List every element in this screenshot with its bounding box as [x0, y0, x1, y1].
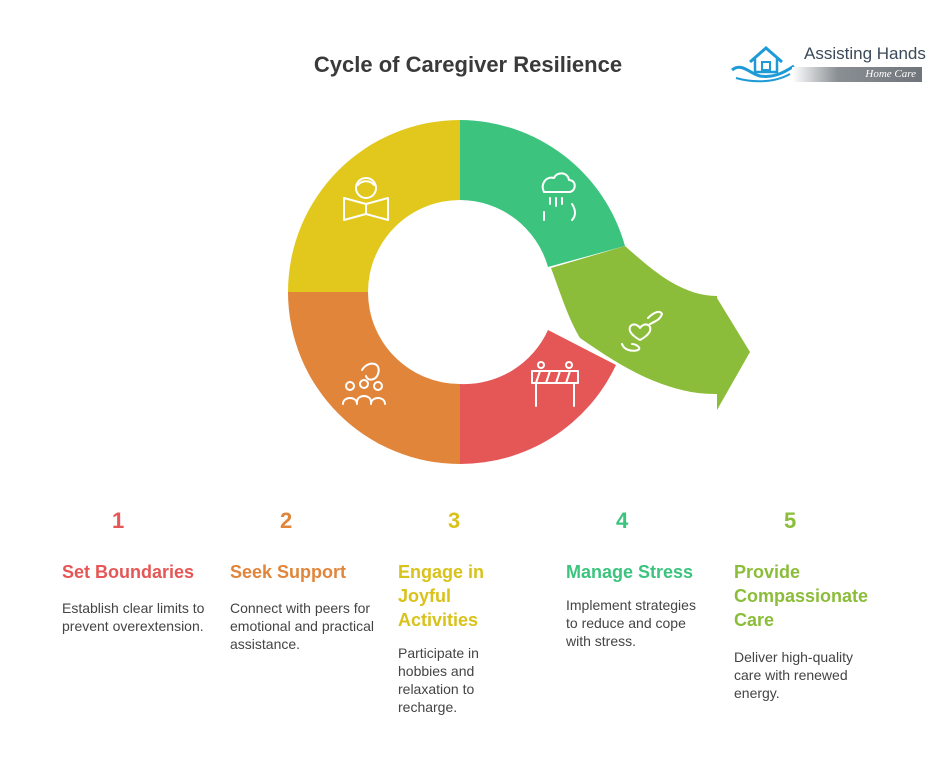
step-heading: Engage in Joyful Activities: [398, 562, 485, 630]
step-description: Implement strategies to reduce and cope …: [566, 597, 696, 649]
step-number: 2: [280, 508, 293, 533]
step-heading: Set Boundaries: [62, 562, 195, 582]
barrier-icon: [531, 361, 579, 407]
reading-person-icon: [343, 177, 389, 221]
step-description: Establish clear limits to prevent overex…: [62, 600, 205, 634]
step-number: 4: [616, 508, 629, 533]
support-group-icon: [342, 362, 386, 405]
step-description: Connect with peers for emotional and pra…: [230, 600, 374, 652]
step-heading: Provide Compassionate Care: [734, 562, 869, 630]
segment-manage-stress: [460, 120, 625, 267]
logo-name: Assisting Hands: [804, 44, 926, 63]
step-number: 5: [784, 508, 797, 533]
segment-set-boundaries: [460, 330, 616, 465]
page-title: Cycle of Caregiver Resilience: [313, 52, 623, 77]
segment-joyful-activities: [288, 120, 460, 292]
logo-subtitle: Home Care: [792, 67, 922, 82]
brand-logo: Assisting Hands Home Care: [728, 40, 928, 88]
step-number: 1: [112, 508, 125, 533]
step-description: Participate in hobbies and relaxation to…: [398, 645, 479, 715]
stress-cloud-head-icon: [541, 172, 576, 221]
cycle-diagram: [288, 120, 750, 465]
house-in-hand-logo-icon: [731, 46, 795, 83]
step-number: 3: [448, 508, 461, 533]
step-heading: Manage Stress: [566, 562, 694, 582]
heart-in-hands-icon: [621, 310, 663, 352]
step-heading: Seek Support: [230, 562, 347, 582]
step-description: Deliver high-quality care with renewed e…: [734, 649, 854, 701]
